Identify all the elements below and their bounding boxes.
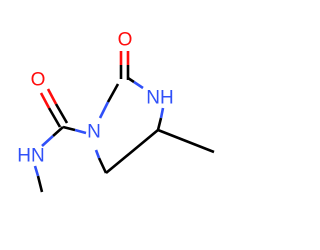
bond-c2-o-double [119, 51, 130, 80]
bond-c4-methyl [157, 128, 215, 154]
atom-label-amide-nh: HN [17, 146, 44, 167]
bond-n1-c2 [98, 83, 120, 119]
bond-n1-amide-carbon [62, 125, 87, 135]
molecule-structure-diagram: O O NH N HN [17, 30, 215, 193]
atom-label-amide-oxygen: O [31, 70, 46, 91]
atom-label-ring-nh: NH [146, 88, 173, 109]
bond-c4-c5 [105, 128, 159, 175]
atom-label-ring-n: N [87, 122, 101, 143]
bond-nh-methyl [33, 165, 44, 193]
atom-label-ketone-oxygen: O [118, 30, 133, 51]
bond-amide-c-o-double [39, 88, 69, 128]
bond-n3-c4 [156, 107, 165, 131]
bond-c5-n1 [94, 149, 108, 174]
bond-c2-n3 [127, 76, 144, 90]
bond-amide-c-nh [41, 126, 64, 147]
